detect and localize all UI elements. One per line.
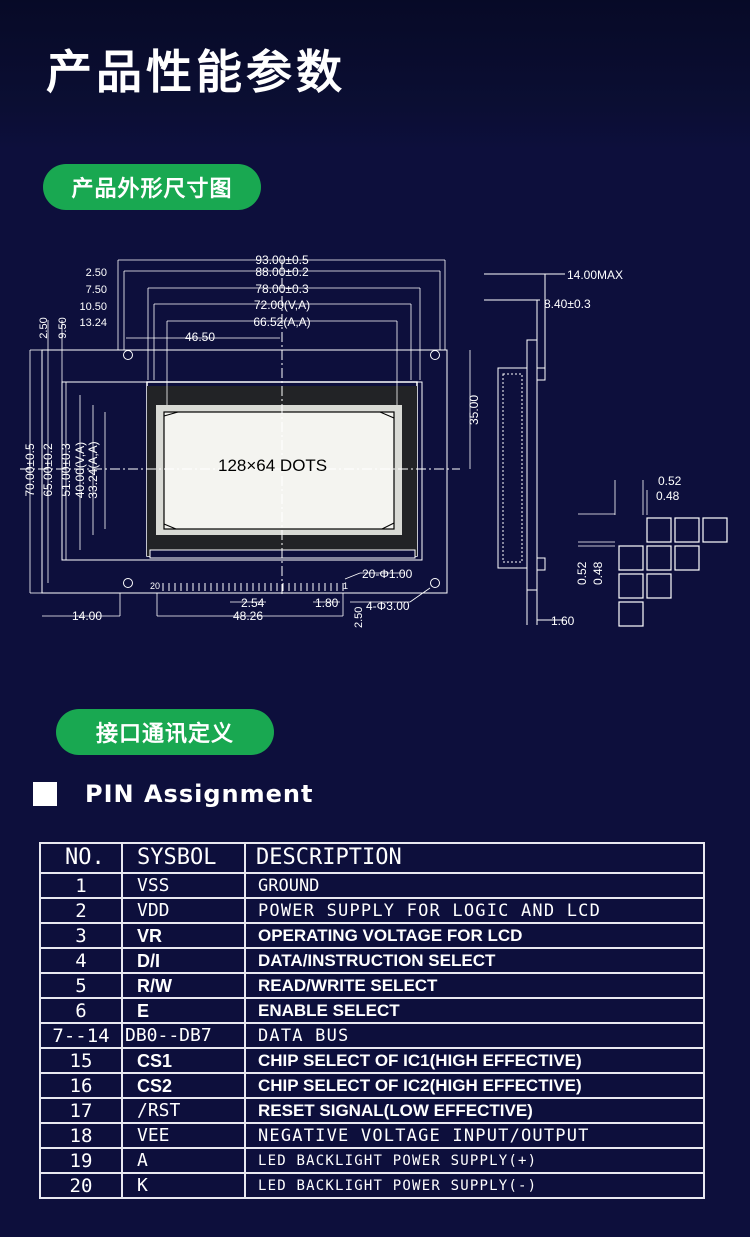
- pin-20-label: 20: [150, 581, 160, 591]
- table-header-row: NO. SYSBOL DESCRIPTION: [39, 842, 705, 874]
- pixel-052: 0.52: [658, 474, 682, 488]
- dim-78: 78.00±0.3: [255, 282, 309, 296]
- dim-v51: 51.00±0.3: [59, 443, 73, 497]
- dim-93: 93.00±0.5: [255, 253, 309, 267]
- dim-1050: 10.50: [79, 301, 107, 313]
- pin-header: [162, 583, 344, 591]
- pcb-outline: [41, 349, 448, 594]
- dim-v3324: 33.24(A,A): [86, 441, 100, 498]
- mount-hole-tr: [430, 350, 440, 360]
- section-interface-label: 接口通讯定义: [95, 722, 234, 747]
- pixel-048-v: 0.48: [591, 561, 605, 585]
- dim-1400: 14.00: [72, 609, 102, 623]
- pin-hole-label: 20-Φ1.00: [362, 567, 413, 581]
- mount-hole-label: 4-Φ3.00: [366, 599, 410, 613]
- dim-88: 88.00±0.2: [255, 265, 309, 279]
- dim-4826: 48.26: [233, 609, 263, 623]
- dimension-drawing: 128×64 DOTS 20 1 93.00±0.5 88.00±0.2 78.…: [20, 253, 728, 628]
- side-160: 1.60: [551, 614, 575, 628]
- dim-3500: 35.00: [467, 395, 481, 425]
- pixel-detail: [578, 480, 728, 627]
- side-view: [484, 273, 565, 625]
- dim-180: 1.80: [315, 596, 339, 610]
- dim-1324: 13.24: [79, 317, 107, 329]
- header-symbol: SYSBOL: [121, 842, 246, 874]
- page-title: 产品性能参数: [46, 45, 346, 99]
- pin-assignment-heading: PIN Assignment: [33, 780, 313, 808]
- side-840: 8.40±0.3: [544, 297, 591, 311]
- dim-v70: 70.00±0.5: [23, 443, 37, 497]
- pixel-048: 0.48: [656, 489, 680, 503]
- dim-6652: 66.52(A,A): [253, 315, 310, 329]
- section-dimensions-pill: 产品外形尺寸图: [43, 164, 261, 210]
- side-14max: 14.00MAX: [567, 268, 623, 282]
- bullet-square-icon: [33, 782, 57, 806]
- dots-label: 128×64 DOTS: [218, 456, 327, 475]
- lcd-active-area: [163, 411, 395, 530]
- header-band: [0, 0, 750, 150]
- dim-v65: 65.00±0.2: [41, 443, 55, 497]
- dim-72: 72.00(V,A): [254, 298, 310, 312]
- header-no: NO.: [39, 842, 123, 874]
- section-interface-pill: 接口通讯定义: [56, 709, 274, 755]
- dim-4650: 46.50: [185, 330, 215, 344]
- mount-hole-bl: [123, 578, 133, 588]
- dim-254: 2.54: [241, 596, 265, 610]
- dim-v950: 9.50: [57, 317, 69, 338]
- mount-hole-br: [430, 578, 440, 588]
- dim-v250: 2.50: [38, 317, 50, 338]
- dim-250: 2.50: [86, 267, 107, 279]
- header-description: DESCRIPTION: [244, 842, 705, 874]
- dim-750: 7.50: [86, 284, 107, 296]
- section-dimensions-label: 产品外形尺寸图: [71, 177, 233, 202]
- pixel-052-v: 0.52: [575, 561, 589, 585]
- dim-250-bottom: 2.50: [353, 607, 365, 628]
- pin-1-label: 1: [343, 581, 348, 591]
- mount-hole-tl: [123, 350, 133, 360]
- dim-v40: 40.00(V,A): [73, 442, 87, 498]
- pin-assignment-title: PIN Assignment: [85, 780, 314, 808]
